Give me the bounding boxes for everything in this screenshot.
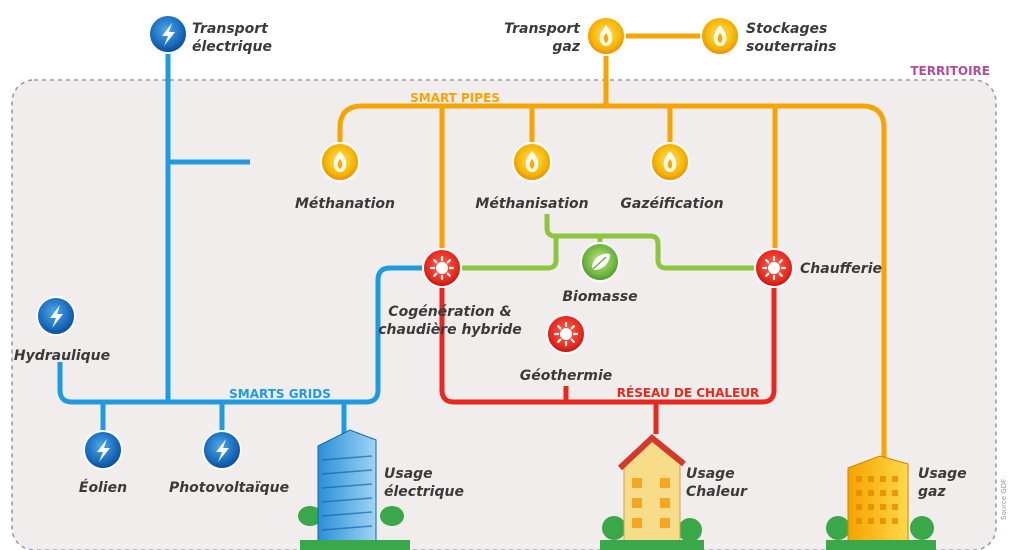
stockages-flame-icon bbox=[700, 16, 740, 56]
heat-network-label: RÉSEAU DE CHALEUR bbox=[617, 385, 759, 400]
eolien-label: Éolien bbox=[79, 479, 127, 496]
usage-electrique-building bbox=[298, 429, 410, 550]
gazeification-label: Gazéification bbox=[620, 196, 723, 212]
chaufferie-heat-burst-icon bbox=[754, 248, 794, 288]
heat-network bbox=[439, 278, 777, 434]
biomasse-leaf-icon bbox=[580, 242, 620, 282]
eolien-lightning-icon bbox=[83, 430, 123, 470]
methanisation-flame-icon bbox=[512, 142, 552, 182]
geothermie-label: Géothermie bbox=[520, 368, 613, 384]
source-credit: Source GDF bbox=[1000, 479, 1008, 520]
usage-electrique-label-line2: électrique bbox=[384, 484, 464, 500]
smart-grids-network bbox=[57, 36, 425, 446]
usage-chaleur-label-line2: Chaleur bbox=[686, 484, 748, 500]
stockages-label-line2: souterrains bbox=[746, 39, 836, 55]
smart-grids-label: SMARTS GRIDS bbox=[229, 387, 331, 401]
usage-electrique-label-line1: Usage bbox=[384, 466, 433, 482]
territory-area bbox=[11, 79, 997, 550]
transport-electrique-lightning-icon bbox=[148, 14, 188, 54]
methanation-label: Méthanation bbox=[295, 196, 395, 212]
usage-gaz-label-line1: Usage bbox=[918, 466, 967, 482]
transport-gaz-label-line2: gaz bbox=[552, 39, 580, 55]
cogeneration-label-line2: chaudière hybride bbox=[378, 322, 522, 338]
methanation-flame-icon bbox=[320, 142, 360, 182]
smart-pipes-label: SMART PIPES bbox=[410, 91, 500, 105]
chaufferie-label: Chaufferie bbox=[800, 261, 882, 277]
transport-electrique-label-line2: électrique bbox=[192, 39, 272, 55]
gazeification-flame-icon bbox=[650, 142, 690, 182]
usage-chaleur-building bbox=[600, 434, 704, 550]
photovoltaique-lightning-icon bbox=[202, 430, 242, 470]
stockages-label-line1: Stockages bbox=[746, 21, 827, 37]
territory-label: TERRITOIRE bbox=[910, 64, 990, 78]
usage-gaz-label-line2: gaz bbox=[918, 484, 946, 500]
hydraulique-label: Hydraulique bbox=[14, 348, 110, 364]
transport-gaz-label-line1: Transport bbox=[504, 21, 581, 37]
methanisation-label: Méthanisation bbox=[475, 196, 588, 212]
transport-gaz-flame-icon bbox=[586, 16, 626, 56]
cogeneration-heat-burst-icon bbox=[422, 248, 462, 288]
photovoltaique-label: Photovoltaïque bbox=[169, 480, 289, 496]
usage-chaleur-label-line1: Usage bbox=[686, 466, 735, 482]
cogeneration-label-line1: Cogénération & bbox=[388, 304, 511, 320]
biomasse-label: Biomasse bbox=[562, 289, 637, 305]
hydraulique-lightning-icon bbox=[36, 296, 76, 336]
transport-electrique-label-line1: Transport bbox=[192, 21, 269, 37]
usage-gaz-building bbox=[826, 455, 936, 550]
geothermie-heat-burst-icon bbox=[546, 314, 586, 354]
